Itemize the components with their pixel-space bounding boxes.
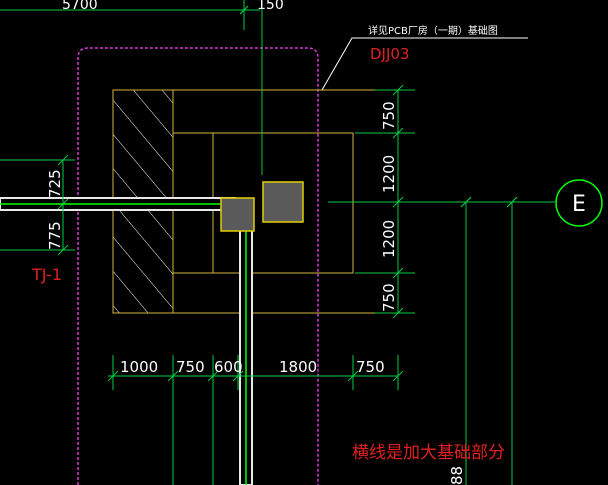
top-dim-mark (239, 5, 249, 15)
beam-label: TJ-1 (31, 265, 62, 284)
bottom-dim-600: 600 (214, 358, 243, 376)
right-dim-1200-upper: 1200 (380, 155, 398, 193)
far-right-dim-mark (460, 196, 472, 208)
right-dim-1200-lower: 1200 (380, 220, 398, 258)
right-dim-750-top: 750 (380, 101, 398, 130)
top-dim-5700: 5700 (62, 0, 98, 13)
note-leader (321, 37, 528, 91)
column-main (220, 197, 255, 232)
lower-dim-88: 88 (448, 466, 466, 485)
top-dim-150: 150 (257, 0, 284, 13)
bottom-dim-750-left: 750 (176, 358, 205, 376)
left-dim-ticks (0, 154, 75, 256)
left-dim-725: 725 (46, 169, 64, 198)
right-dim-750-bottom: 750 (380, 283, 398, 312)
right-dim-ticks (355, 84, 415, 319)
column-secondary (262, 181, 304, 223)
foundation-label: DJJ03 (370, 45, 410, 63)
grid-axis-bubble (555, 179, 603, 227)
far-right-grid-mark (506, 196, 518, 208)
left-dim-775: 775 (46, 221, 64, 250)
boundary-outline (77, 47, 319, 485)
bottom-dim-750-right: 750 (356, 358, 385, 376)
bottom-dim-ticks (107, 355, 404, 485)
bottom-dim-1800: 1800 (279, 358, 317, 376)
annotation-text: 横线是加大基础部分 (352, 443, 505, 463)
grid-axis-label: E (572, 192, 586, 217)
leader-note-text: 详见PCB厂房（一期）基础图 (368, 24, 498, 37)
bottom-dim-1000: 1000 (120, 358, 158, 376)
